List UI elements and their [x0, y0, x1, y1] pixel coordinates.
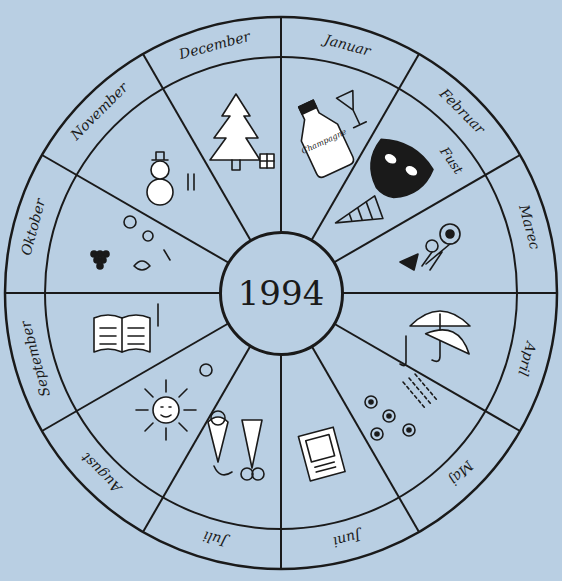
- month-name: Juli: [202, 529, 228, 549]
- month-name: November: [68, 80, 130, 142]
- month-name: Juni: [332, 529, 363, 550]
- divider-line: [42, 319, 236, 431]
- divider-line: [42, 155, 236, 267]
- divider-line: [5, 292, 229, 294]
- year-circle: 1994: [219, 231, 344, 356]
- month-name: Januar: [323, 32, 372, 58]
- month-name: Februar: [438, 86, 488, 136]
- may-flowers: [365, 374, 437, 440]
- christmas-tree: [210, 94, 274, 170]
- carnival-word: Fust: [438, 144, 465, 175]
- month-name: August: [78, 451, 123, 496]
- umbrellas: [400, 311, 475, 366]
- divider-line: [280, 17, 282, 241]
- flower-bunch: [400, 224, 460, 270]
- ice-cream: [208, 411, 264, 480]
- month-name: April: [516, 340, 539, 377]
- open-book: [94, 304, 158, 352]
- year-text: 1994: [238, 273, 325, 313]
- sun: [136, 364, 212, 440]
- month-name: Marec: [517, 203, 542, 251]
- carnival-mask: [358, 132, 438, 209]
- divider-line: [143, 338, 255, 532]
- book: [298, 427, 345, 481]
- snowman: [147, 152, 194, 205]
- champagne-bottle: [288, 83, 381, 179]
- month-name: Maj: [447, 459, 476, 488]
- month-name: September: [18, 320, 52, 399]
- confetti-cone: [331, 196, 382, 234]
- outer-ring: [5, 17, 557, 569]
- month-name: Oktober: [19, 197, 48, 257]
- grapes: [91, 216, 170, 270]
- divider-line: [326, 319, 520, 431]
- divider-line: [333, 292, 557, 294]
- month-dividers: [5, 17, 557, 569]
- divider-line: [280, 345, 282, 569]
